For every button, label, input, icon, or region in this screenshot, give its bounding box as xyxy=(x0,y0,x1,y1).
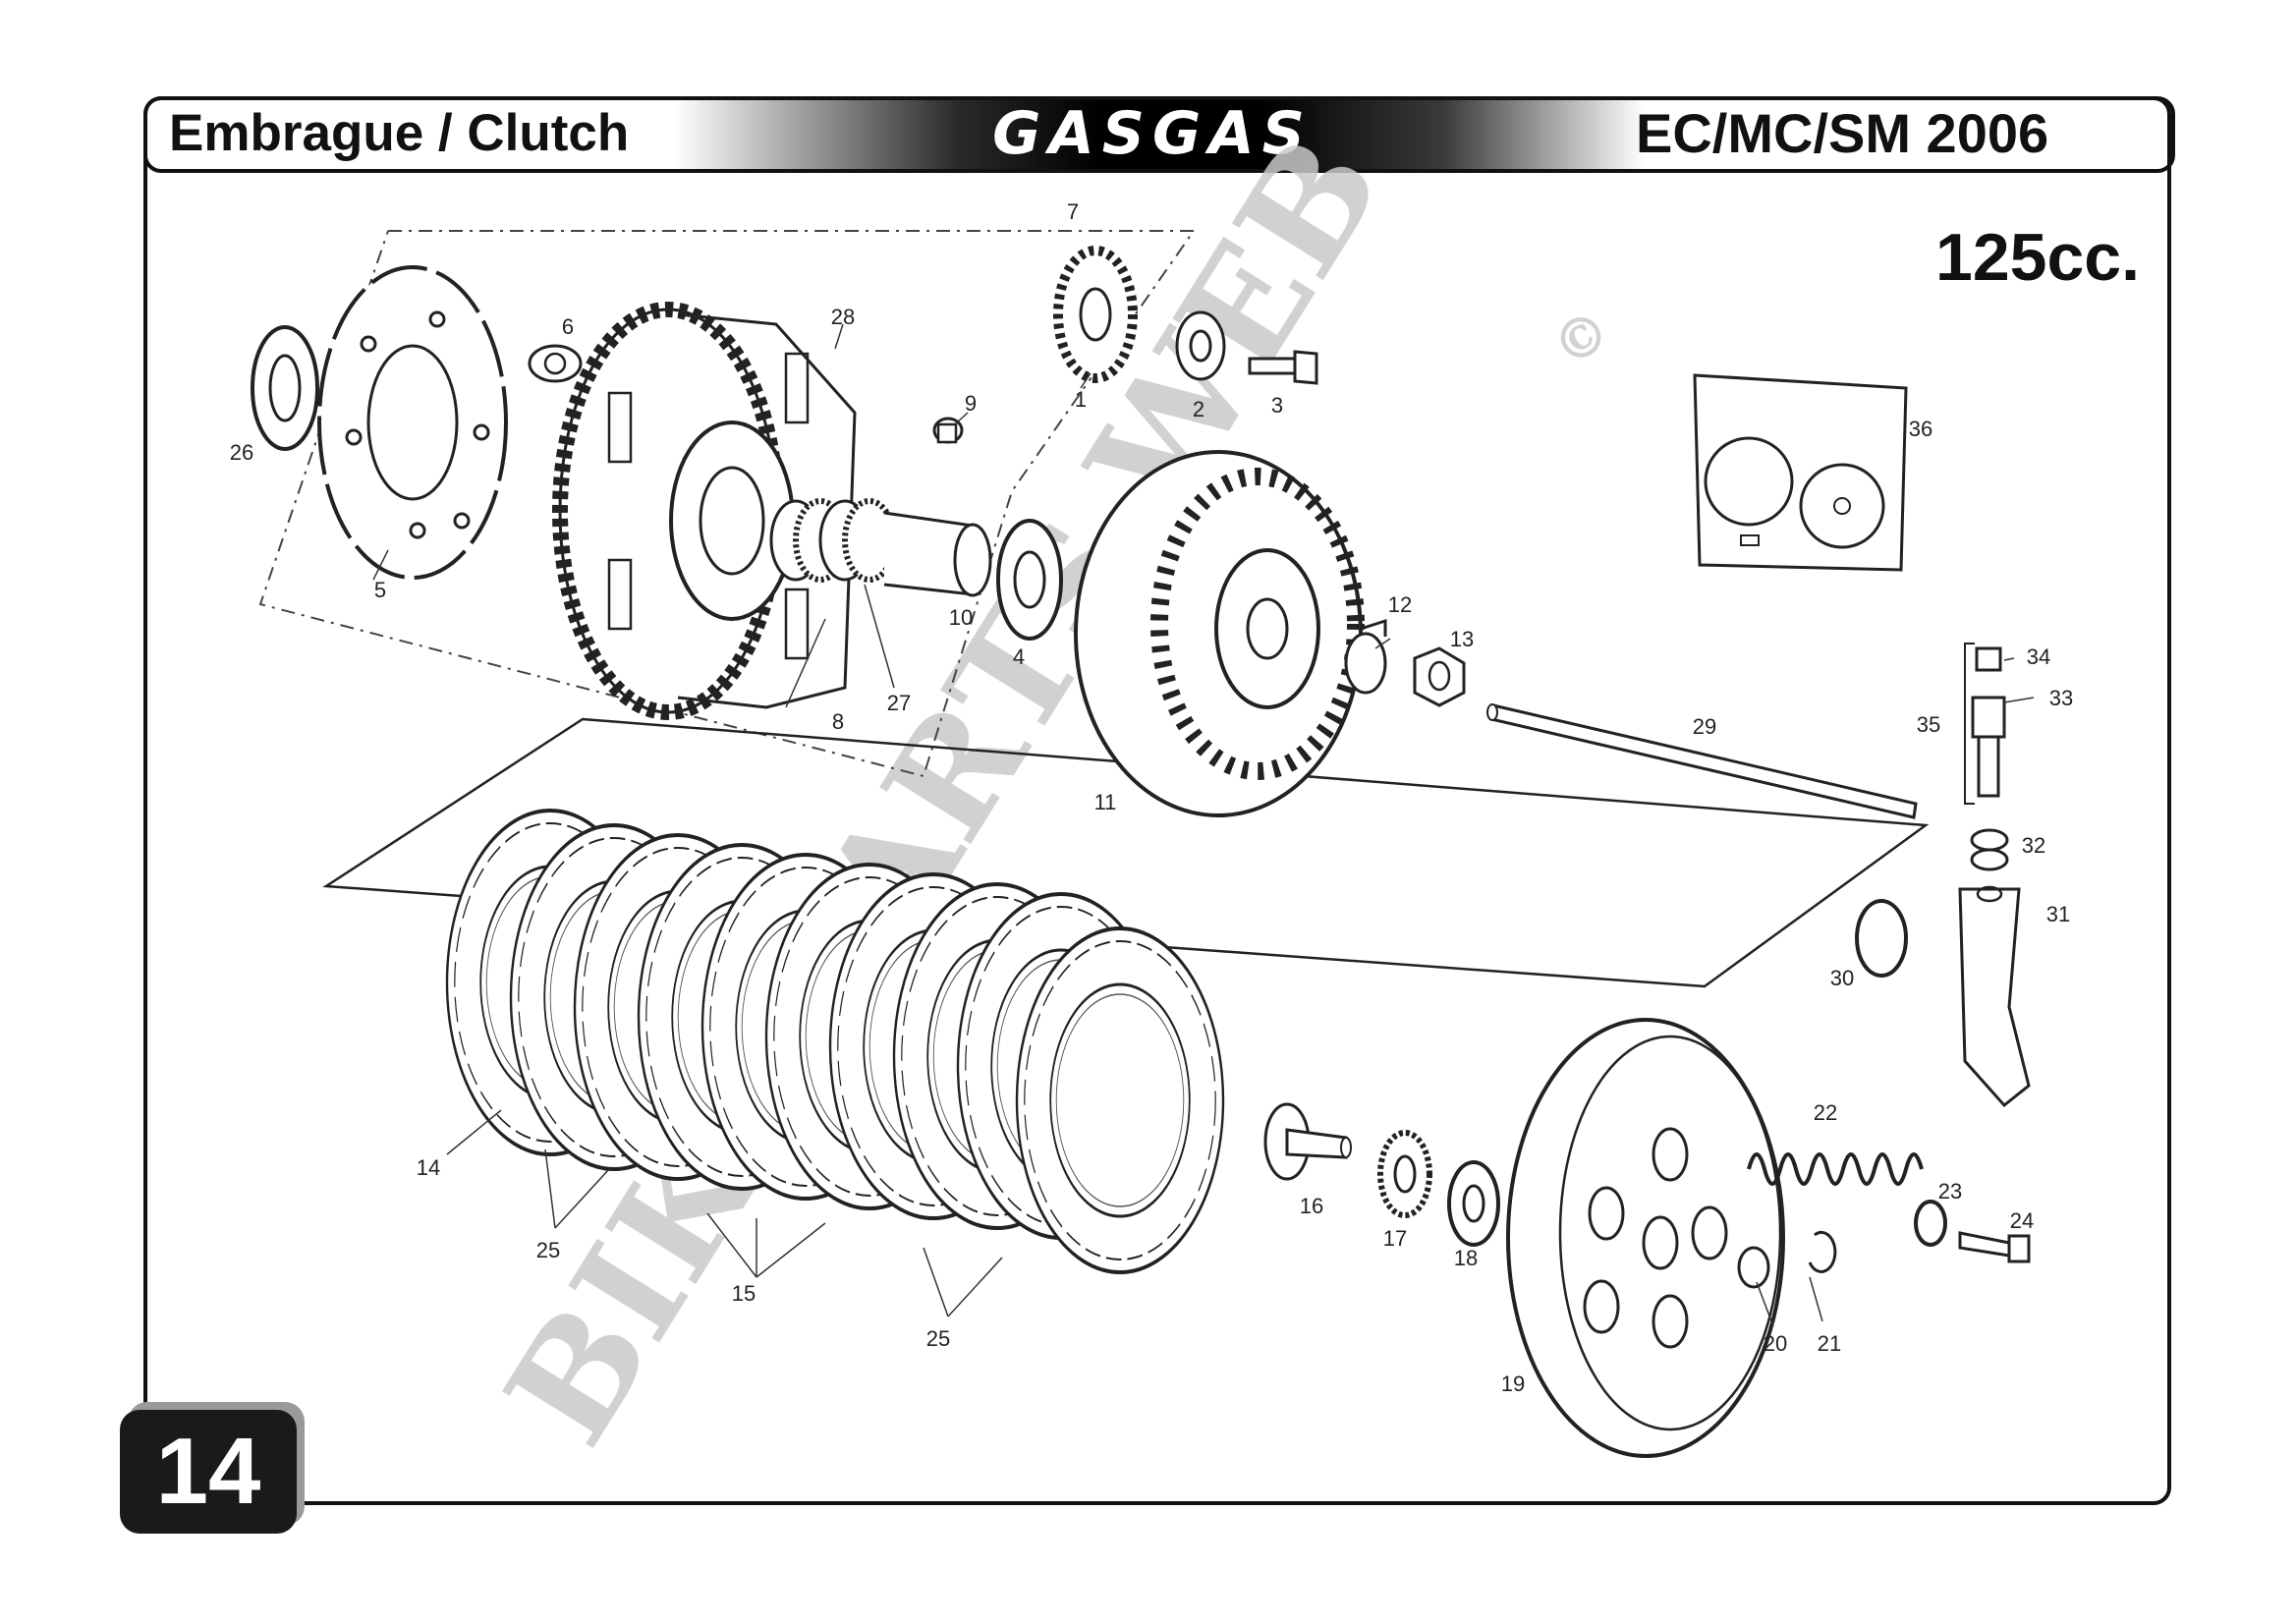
part-label-27: 27 xyxy=(887,691,911,715)
part-label-19: 19 xyxy=(1501,1372,1525,1396)
model-label: EC/MC/SM 2006 xyxy=(1636,102,2049,164)
watermark-copyright: © xyxy=(1541,297,1621,380)
part-label-29: 29 xyxy=(1693,714,1716,739)
part-label-13: 13 xyxy=(1450,627,1474,651)
part-label-23: 23 xyxy=(1938,1179,1962,1204)
part-label-5: 5 xyxy=(374,578,386,602)
part-label-10: 10 xyxy=(949,605,973,630)
group-outline-7 xyxy=(258,230,1196,778)
washer-2 xyxy=(1175,310,1226,381)
part-label-30: 30 xyxy=(1830,966,1854,990)
bush-6 xyxy=(528,344,583,383)
gasket-kit-36 xyxy=(1693,373,1908,572)
thrust-bearing-17 xyxy=(1377,1130,1432,1218)
collar-20 xyxy=(1737,1246,1770,1289)
washer-18 xyxy=(1447,1160,1500,1247)
part-label-11: 11 xyxy=(1094,790,1117,814)
part-label-32: 32 xyxy=(2022,833,2045,858)
part-label-1: 1 xyxy=(1075,387,1087,412)
o-ring-30 xyxy=(1855,899,1908,978)
clutch-hub-11 xyxy=(1074,450,1365,817)
part-label-14: 14 xyxy=(417,1155,440,1180)
brand-logo: GASGAS xyxy=(992,102,1313,165)
part-label-3: 3 xyxy=(1271,393,1283,418)
part-label-8: 8 xyxy=(832,709,844,734)
plate-stack-outline xyxy=(322,717,1930,988)
part-label-6: 6 xyxy=(562,314,574,339)
leader-lines xyxy=(372,323,2035,1327)
gear-1 xyxy=(1053,246,1138,383)
thrust-washer-26 xyxy=(251,325,319,451)
bleed-screw-assembly-35 xyxy=(1964,643,2006,805)
part-label-2: 2 xyxy=(1193,397,1204,421)
part-label-21: 21 xyxy=(1818,1331,1841,1356)
pressure-plate-19 xyxy=(1506,1018,1785,1458)
primary-plate-5 xyxy=(317,265,508,580)
part-label-31: 31 xyxy=(2046,902,2070,926)
part-label-33: 33 xyxy=(2049,686,2073,710)
part-label-12: 12 xyxy=(1388,592,1412,617)
page-title: Embrague / Clutch xyxy=(169,104,630,162)
part-label-25-a: 25 xyxy=(536,1238,560,1262)
part-label-24: 24 xyxy=(2010,1208,2034,1233)
clutch-basket-28 xyxy=(552,302,857,720)
part-label-15: 15 xyxy=(732,1281,756,1306)
part-label-35: 35 xyxy=(1917,712,1940,737)
part-labels: 7 28 6 26 5 9 1 2 3 36 10 4 12 13 27 8 3… xyxy=(230,199,2073,1396)
washer-4 xyxy=(996,519,1063,641)
page-frame xyxy=(143,96,2171,1505)
page-number-badge: 14 xyxy=(120,1410,297,1534)
part-label-26: 26 xyxy=(230,440,253,465)
part-label-22: 22 xyxy=(1814,1100,1837,1125)
release-lever-31 xyxy=(1958,885,2031,1108)
part-label-34: 34 xyxy=(2027,644,2050,669)
sleeve-10 xyxy=(883,511,992,597)
part-label-18: 18 xyxy=(1454,1246,1478,1270)
washer-23 xyxy=(1914,1200,1947,1247)
needle-bearing-27 xyxy=(818,498,897,583)
part-label-4: 4 xyxy=(1013,644,1025,669)
part-label-9: 9 xyxy=(965,391,977,416)
brand-logo-text: GASGAS xyxy=(992,102,1313,165)
clutch-plate-stack xyxy=(445,809,1225,1274)
part-label-28: 28 xyxy=(831,305,855,329)
bolt-3 xyxy=(1248,350,1318,385)
spring-22 xyxy=(1747,1152,1924,1186)
pressure-pin-16 xyxy=(1263,1102,1352,1181)
part-label-36: 36 xyxy=(1909,417,1932,441)
engine-size-label: 125cc. xyxy=(1935,220,2140,295)
nut-13 xyxy=(1413,646,1466,707)
circlip-21 xyxy=(1808,1230,1837,1273)
part-label-17: 17 xyxy=(1383,1226,1407,1251)
o-rings-32 xyxy=(1970,828,2009,871)
part-label-25-b: 25 xyxy=(926,1326,950,1351)
screw-24 xyxy=(1958,1231,2031,1263)
part-label-7: 7 xyxy=(1067,199,1079,224)
part-label-20: 20 xyxy=(1764,1331,1787,1356)
part-label-16: 16 xyxy=(1300,1194,1323,1218)
push-rod-29 xyxy=(1486,703,1918,819)
